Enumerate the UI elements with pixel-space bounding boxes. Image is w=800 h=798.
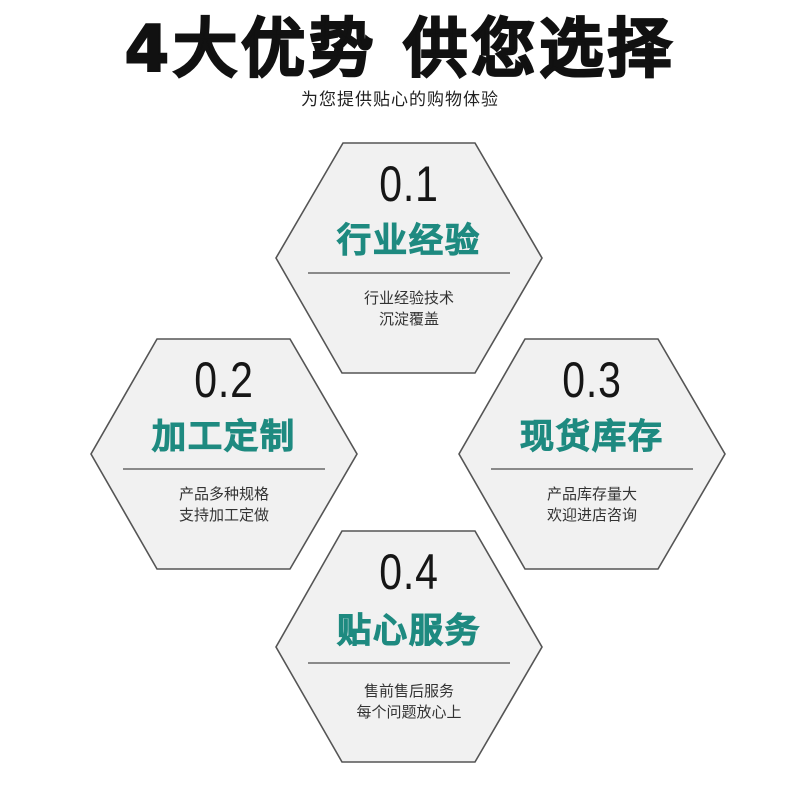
card-number: 0.4	[379, 544, 439, 600]
card-heading: 现货库存	[520, 417, 664, 458]
card-desc-line-2: 沉淀覆盖	[378, 310, 439, 328]
card-number: 0.3	[562, 352, 622, 408]
card-desc-line-2: 支持加工定做	[178, 506, 269, 524]
card-desc-line-1: 产品多种规格	[178, 485, 269, 503]
card-heading: 行业经验	[337, 221, 481, 262]
advantage-card-3: 0.3 现货库存 产品库存量大 欢迎进店咨询	[459, 339, 725, 569]
card-desc-line-1: 行业经验技术	[363, 289, 454, 307]
card-divider	[123, 468, 325, 470]
card-desc-line-2: 每个问题放心上	[356, 703, 462, 721]
card-number: 0.2	[194, 352, 254, 408]
page-title: 4大优势 供您选择	[124, 12, 676, 88]
card-divider	[308, 272, 510, 274]
card-divider	[308, 662, 510, 664]
advantage-card-1: 0.1 行业经验 行业经验技术 沉淀覆盖	[276, 143, 542, 373]
page-subtitle: 为您提供贴心的购物体验	[301, 90, 499, 110]
card-desc-line-1: 产品库存量大	[546, 485, 637, 503]
card-desc-line-1: 售前售后服务	[363, 682, 454, 700]
card-divider	[491, 468, 693, 470]
card-heading: 贴心服务	[337, 611, 481, 652]
card-desc-line-2: 欢迎进店咨询	[546, 506, 637, 524]
hexagon-1-shape	[275, 142, 543, 374]
advantage-card-2: 0.2 加工定制 产品多种规格 支持加工定做	[91, 339, 357, 569]
hexagon-4-shape	[275, 530, 543, 763]
hexagon-3-shape	[458, 338, 726, 570]
card-number: 0.1	[379, 156, 439, 212]
hexagon-2-shape	[90, 338, 358, 570]
advantage-card-4: 0.4 贴心服务 售前售后服务 每个问题放心上	[276, 531, 542, 762]
card-heading: 加工定制	[152, 417, 296, 458]
